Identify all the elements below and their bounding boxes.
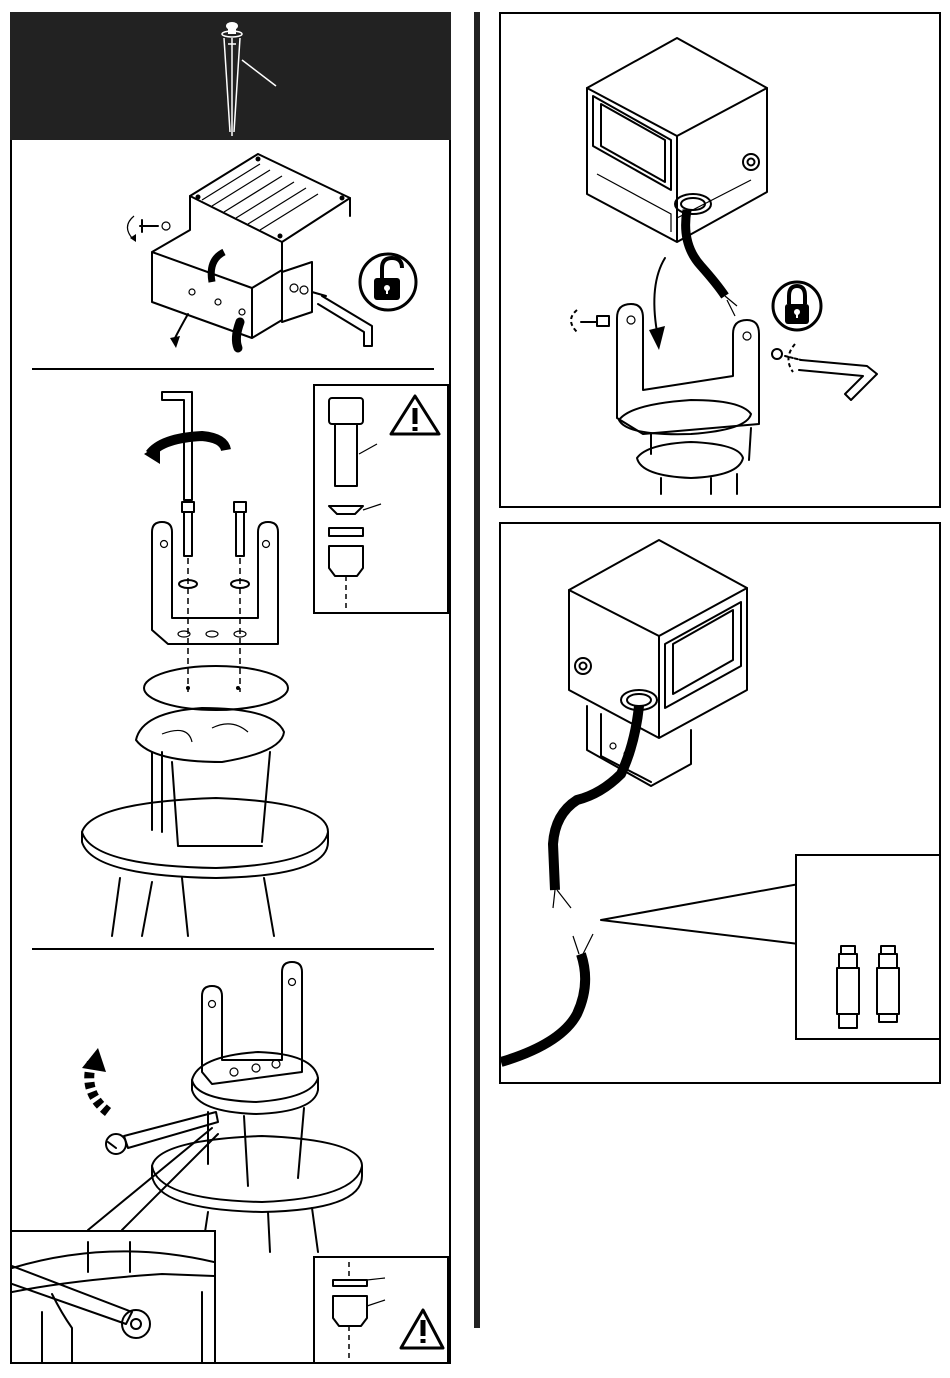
warning-triangle-icon (391, 396, 439, 434)
header-bar (10, 12, 451, 140)
junction-box-open-step (12, 142, 449, 368)
hardware-inset (313, 384, 449, 614)
wire-connector-icon (797, 856, 939, 1038)
allen-key-icon (318, 296, 372, 346)
allen-key-icon (799, 360, 877, 400)
column-separator (474, 12, 480, 1328)
divider (32, 948, 434, 950)
ground-stake-spike-icon (10, 12, 451, 140)
locked-padlock-icon (773, 282, 821, 330)
wire-connector-inset (795, 854, 941, 1040)
unlocked-padlock-icon (360, 254, 416, 310)
wrench-detail-inset (10, 1230, 216, 1364)
nut-washer-inset (313, 1256, 449, 1364)
divider (32, 368, 434, 370)
box-mount-on-bracket-step (499, 12, 941, 508)
warning-triangle-icon (401, 1310, 443, 1348)
wrench-icon (124, 1112, 218, 1148)
